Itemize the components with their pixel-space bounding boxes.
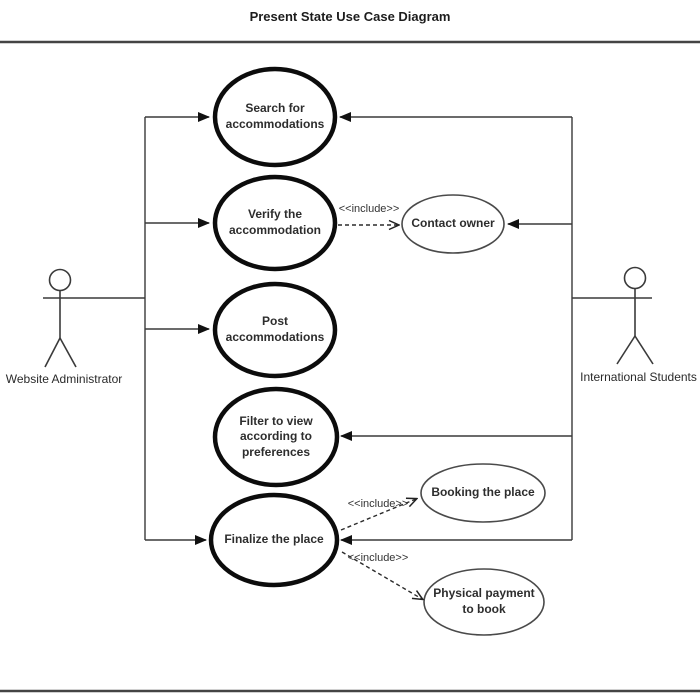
actor-leg-right [59,337,77,368]
use-case-verify-label: Verify the accommodation [228,207,321,237]
association-lines [43,112,652,545]
include-lines [338,225,422,599]
actor-leg-left [44,337,61,368]
use-case-booking-ellipse [420,463,546,523]
use-case-booking-label: Booking the place [431,485,535,500]
diagram-title: Present State Use Case Diagram [249,9,451,24]
include-finalize-payment [341,551,422,599]
actor-leg-right [634,335,654,365]
use-case-post-label: Post accommodations [225,314,325,344]
actor-leg-left [616,335,636,365]
use-case-contact-owner-ellipse [401,194,505,254]
include-label-payment: <<include>> [347,551,409,564]
actor-international-students-label: International Students [580,370,697,385]
actor-international-students-figure [616,266,654,365]
use-case-contact-owner-label: Contact owner [411,216,495,231]
actor-head [623,266,647,290]
use-case-physical-payment-ellipse [423,568,545,636]
include-label-contact: <<include>> [338,202,400,215]
use-case-filter-ellipse [212,386,340,488]
use-case-finalize-ellipse [208,492,340,588]
actor-website-administrator-figure [44,268,77,368]
use-case-filter-label: Filter to view according to preferences [239,413,313,459]
use-case-search-label: Search for accommodations [225,101,325,131]
use-case-finalize-label: Finalize the place [224,532,324,547]
use-case-physical-payment-label: Physical payment to book [433,586,535,616]
actor-head [48,268,72,292]
use-case-search-ellipse [212,66,338,168]
use-case-post-ellipse [212,281,338,379]
actor-website-administrator-label: Website Administrator [5,372,123,387]
include-label-booking: <<include>> [347,497,409,510]
use-case-verify-ellipse [212,174,338,272]
